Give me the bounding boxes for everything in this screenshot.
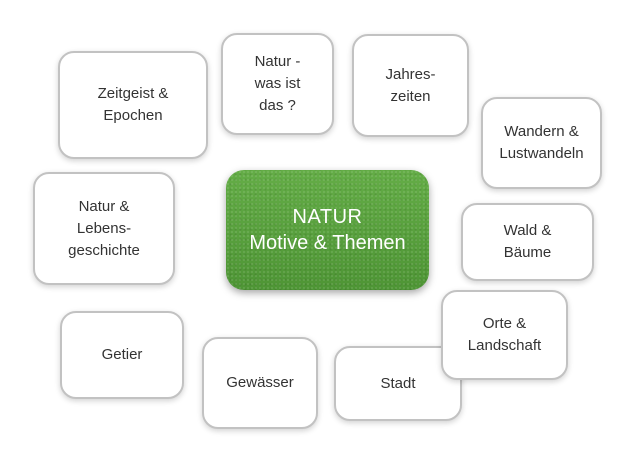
- topic-wandern-lustwandeln[interactable]: Wandern & Lustwandeln: [481, 97, 602, 189]
- central-title: NATUR: [292, 206, 363, 228]
- topic-natur-lebensgeschichte[interactable]: Natur & Lebens- geschichte: [33, 172, 175, 285]
- topic-orte-landschaft[interactable]: Orte & Landschaft: [441, 290, 568, 380]
- topic-wald-baeume[interactable]: Wald & Bäume: [461, 203, 594, 281]
- topic-label: Wald & Bäume: [503, 222, 552, 261]
- central-topic-natur[interactable]: NATUR Motive & Themen: [226, 170, 429, 290]
- topic-natur-was-ist-das[interactable]: Natur - was ist das ?: [221, 33, 334, 135]
- topic-label: Jahres- zeiten: [385, 65, 436, 105]
- topic-zeitgeist-epochen[interactable]: Zeitgeist & Epochen: [58, 51, 208, 159]
- topic-getier[interactable]: Getier: [60, 311, 184, 399]
- topic-label: Zeitgeist & Epochen: [97, 85, 169, 124]
- topic-label: Wandern & Lustwandeln: [499, 123, 584, 162]
- topic-jahreszeiten[interactable]: Jahres- zeiten: [352, 34, 469, 137]
- central-subtitle: Motive & Themen: [249, 232, 406, 254]
- topic-label: Natur & Lebens- geschichte: [68, 197, 140, 259]
- topic-label: Getier: [101, 346, 143, 363]
- topic-stadt[interactable]: Stadt: [334, 346, 462, 421]
- topic-label: Natur - was ist das ?: [254, 53, 301, 114]
- topic-label: Gewässer: [226, 374, 294, 391]
- topic-label: Stadt: [380, 374, 416, 392]
- topic-label: Orte & Landschaft: [467, 315, 542, 354]
- topic-gewaesser[interactable]: Gewässer: [202, 337, 318, 429]
